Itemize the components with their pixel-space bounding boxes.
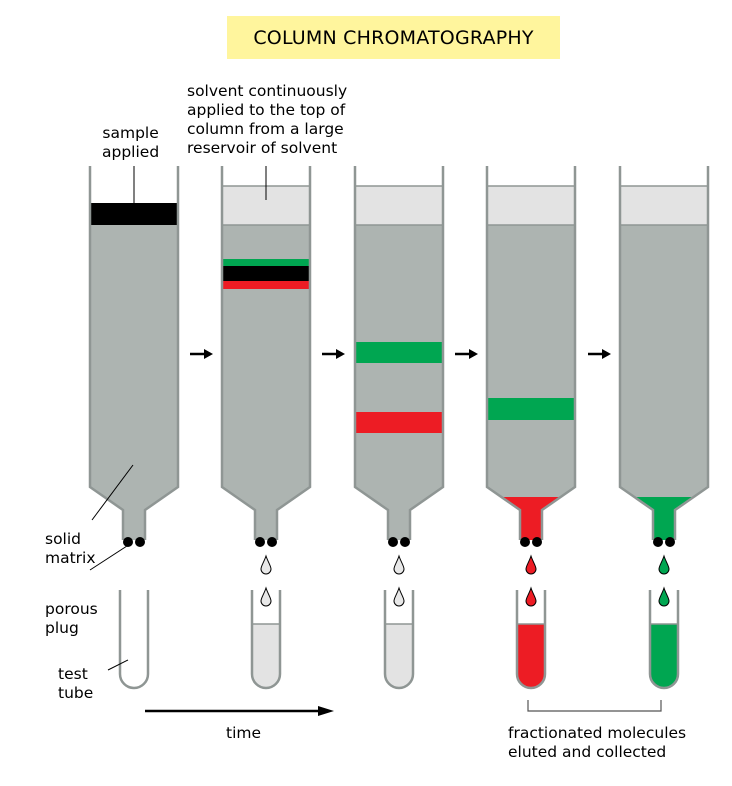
column-stage-1 xyxy=(88,166,180,690)
solvent-reservoir xyxy=(355,186,443,225)
droplet-icon xyxy=(658,586,670,607)
collected-bracket xyxy=(527,700,662,712)
column-wall xyxy=(220,166,312,540)
column-stage-4 xyxy=(485,166,577,690)
arrow-right-icon xyxy=(455,349,478,359)
droplet-icon xyxy=(393,586,405,607)
column-wall xyxy=(618,166,710,540)
eluting-band xyxy=(501,497,561,540)
porous-plug-icon xyxy=(123,537,133,547)
red-band xyxy=(223,281,309,289)
porous-plug-icon xyxy=(532,537,542,547)
green-band xyxy=(223,259,309,266)
solvent-reservoir xyxy=(620,186,708,225)
collected-fraction xyxy=(517,624,545,688)
porous-plug-icon xyxy=(267,537,277,547)
column-stage-5 xyxy=(618,166,710,690)
test-tube-icon xyxy=(648,590,680,690)
droplet-icon xyxy=(658,554,670,575)
solid-matrix xyxy=(90,225,178,540)
solid-matrix xyxy=(355,225,443,540)
arrow-right-icon xyxy=(322,349,345,359)
arrow-right-icon xyxy=(190,349,213,359)
solid-matrix xyxy=(487,225,575,540)
test-tube-icon xyxy=(118,590,150,690)
test-tube-icon xyxy=(515,590,547,690)
collected-fraction xyxy=(385,624,413,688)
test-tube-icon xyxy=(250,590,282,690)
label-solid-matrix: solid matrix xyxy=(45,530,96,567)
droplet-icon xyxy=(525,586,537,607)
leader-line xyxy=(89,543,131,571)
arrow-right-icon xyxy=(588,349,611,359)
label-porous-plug: porous plug xyxy=(45,600,98,637)
black-band xyxy=(223,266,309,281)
solid-matrix xyxy=(620,225,708,540)
droplet-icon xyxy=(393,554,405,575)
porous-plug-icon xyxy=(388,537,398,547)
test-tube-icon xyxy=(383,590,415,690)
green-band xyxy=(356,342,442,363)
porous-plug-icon xyxy=(520,537,530,547)
label-fractionated: fractionated molecules eluted and collec… xyxy=(508,724,687,761)
column-wall xyxy=(353,166,445,540)
collected-fraction xyxy=(252,624,280,688)
diagram-title: COLUMN CHROMATOGRAPHY xyxy=(227,16,560,59)
column-stage-3 xyxy=(353,166,445,690)
porous-plug-icon xyxy=(653,537,663,547)
label-time: time xyxy=(226,724,262,742)
green-band xyxy=(488,398,574,420)
eluting-band xyxy=(634,497,694,540)
droplet-icon xyxy=(260,554,272,575)
porous-plug-icon xyxy=(255,537,265,547)
time-arrow-icon xyxy=(145,706,334,716)
red-band xyxy=(356,412,442,433)
column-wall xyxy=(485,166,577,540)
black-band xyxy=(91,203,177,225)
porous-plug-icon xyxy=(665,537,675,547)
droplet-icon xyxy=(260,586,272,607)
collected-fraction xyxy=(650,624,678,688)
leader-line xyxy=(91,464,134,521)
label-sample-applied: sample applied xyxy=(102,124,160,161)
leader-line xyxy=(107,659,129,671)
column-wall xyxy=(88,166,180,540)
porous-plug-icon xyxy=(400,537,410,547)
porous-plug-icon xyxy=(135,537,145,547)
solid-matrix xyxy=(222,225,310,540)
solvent-reservoir xyxy=(487,186,575,225)
label-test-tube: test tube xyxy=(58,665,94,702)
droplet-icon xyxy=(525,554,537,575)
label-solvent: solvent continuously applied to the top … xyxy=(187,82,348,157)
column-stage-2 xyxy=(220,166,312,690)
